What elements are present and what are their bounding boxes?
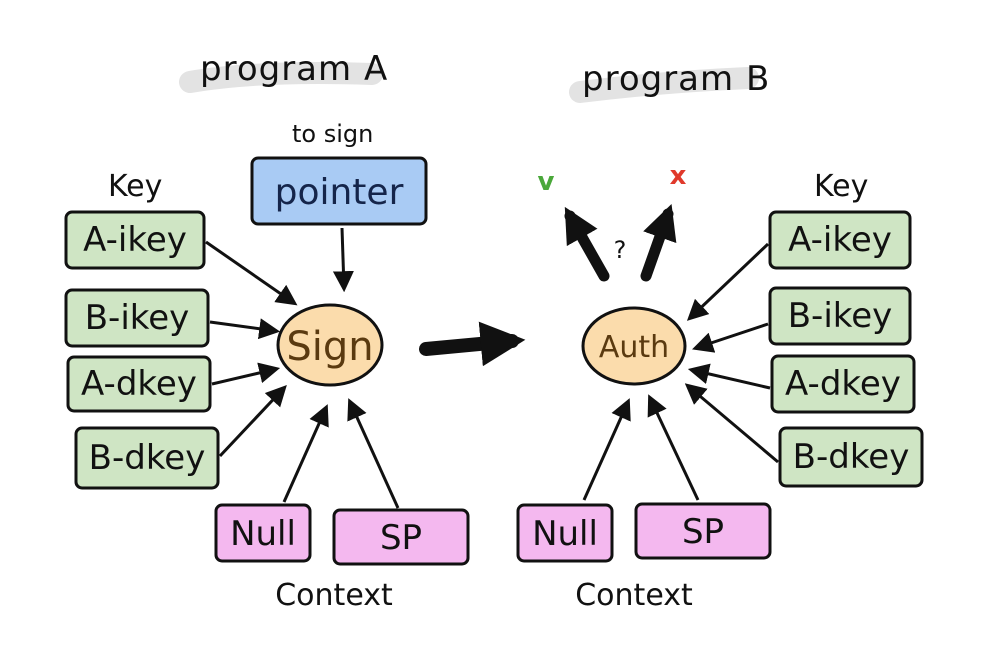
key-label: A-dkey: [81, 364, 197, 404]
program-b-title-highlight: [569, 67, 759, 103]
arrow-auth-failure: [640, 204, 677, 282]
program-a: program A to sign pointer Key A-ikey B-i…: [64, 49, 470, 613]
auth-label: Auth: [599, 330, 669, 365]
key-box-b-dkey: [778, 426, 924, 488]
arrow-context-to-sign: [282, 404, 329, 503]
context-box-sp: [634, 502, 772, 560]
key-label: B-ikey: [788, 296, 893, 336]
key-label: A-ikey: [788, 220, 892, 260]
key-box-b-ikey: [768, 286, 912, 346]
program-a-title: program A: [200, 49, 388, 89]
context-box-sp: [332, 508, 470, 566]
sign-node: [276, 303, 384, 387]
success-mark: v: [538, 167, 555, 197]
arrow-key-to-sign: [209, 318, 281, 340]
key-box-b-dkey: [74, 426, 220, 490]
key-label: B-dkey: [89, 438, 206, 478]
program-a-context-label: Context: [275, 578, 393, 613]
arrow-key-to-sign: [211, 362, 281, 386]
context-box-null: [516, 503, 614, 563]
program-b-key-label: Key: [814, 169, 868, 204]
context-label: SP: [380, 518, 422, 558]
arrow-key-to-auth: [684, 383, 779, 464]
arrow-key-to-auth: [687, 363, 771, 390]
key-label: A-ikey: [83, 220, 187, 260]
key-box-a-ikey: [64, 210, 206, 270]
arrow-context-to-auth: [582, 398, 631, 501]
context-label: Null: [230, 514, 296, 554]
arrow-key-to-auth: [686, 242, 770, 321]
context-label: SP: [682, 512, 724, 552]
failure-mark: x: [670, 161, 687, 191]
sign-label: Sign: [286, 324, 373, 370]
key-label: B-ikey: [85, 298, 190, 338]
key-label: B-dkey: [793, 437, 910, 477]
context-label: Null: [532, 514, 598, 554]
transfer-arrow: [419, 321, 526, 367]
key-box-a-dkey: [770, 354, 916, 414]
auth-node: [581, 306, 687, 386]
context-box-null: [214, 503, 312, 563]
arrow-key-to-sign: [218, 384, 287, 458]
arrow-key-to-sign: [205, 240, 298, 306]
key-box-a-dkey: [66, 355, 212, 413]
key-box-a-ikey: [768, 210, 912, 270]
arrow-key-to-auth: [692, 322, 769, 353]
program-a-title-highlight: [179, 62, 383, 93]
to-sign-label: to sign: [292, 120, 373, 148]
pointer-box: [250, 156, 428, 226]
arrow-auth-success: [564, 206, 610, 282]
arrow-context-to-sign: [347, 398, 400, 509]
pointer-label: pointer: [275, 172, 404, 213]
question-mark: ?: [614, 236, 627, 264]
program-b-context-label: Context: [575, 578, 693, 613]
program-a-key-label: Key: [108, 169, 162, 204]
program-b-title: program B: [582, 59, 770, 99]
arrow-context-to-auth: [647, 394, 700, 501]
program-b: program B v x ? Auth Key A-ikey B-ikey A…: [516, 59, 924, 613]
arrow-pointer-to-sign: [332, 227, 354, 293]
key-label: A-dkey: [785, 364, 901, 404]
key-box-b-ikey: [64, 288, 210, 348]
